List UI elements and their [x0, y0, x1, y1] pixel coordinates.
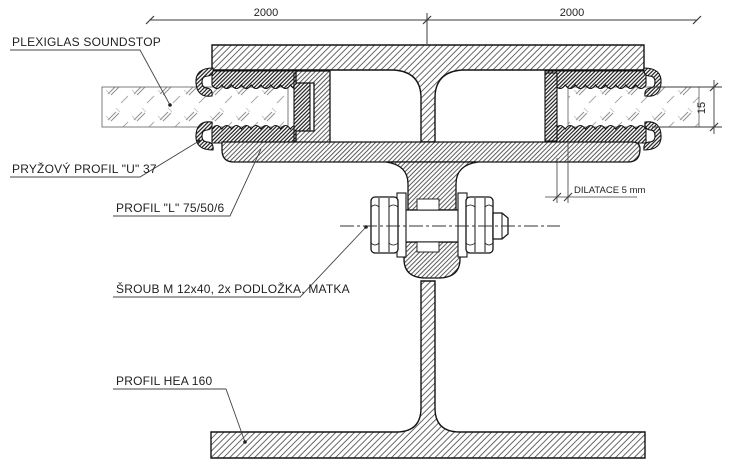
clamp-channel-left [295, 70, 331, 144]
bolt-nut [465, 196, 494, 254]
hea-bottom-flange-web [210, 280, 646, 459]
label-hea-profile: PROFIL HEA 160 [116, 374, 213, 388]
expansion-gap-dimension [545, 143, 637, 203]
bolt-hole-clearance-bottom [416, 241, 440, 253]
glass-thickness-dimension [652, 80, 722, 134]
dim-glass-thickness: 15 [696, 102, 708, 114]
rubber-lip-bottom-left [195, 121, 214, 151]
label-bolt: ŠROUB M 12x40, 2x PODLOŽKA, MATKA [116, 281, 350, 296]
rubber-u-profile-right [544, 67, 662, 151]
plexiglas-panel-left [101, 86, 289, 128]
plexiglas-panel-right [567, 86, 700, 128]
label-rubber-profile: PRYŽOVÝ PROFIL "U" 37 [12, 161, 157, 176]
l-profiles [221, 141, 641, 279]
rubber-u-profile-left [195, 67, 311, 151]
label-l-profile: PROFIL "L" 75/50/6 [116, 201, 225, 215]
label-plexiglas: PLEXIGLAS SOUNDSTOP [12, 35, 161, 49]
leader-lines [10, 49, 367, 443]
dim-span-left: 2000 [254, 7, 278, 19]
rubber-lip-top-left [195, 67, 214, 97]
bolt-assembly [370, 192, 509, 258]
dim-expansion-gap: DILATACE 5 mm [574, 185, 646, 196]
bolt-head [370, 196, 399, 254]
dim-span-right: 2000 [560, 7, 584, 19]
rubber-lip-top-right [643, 67, 662, 97]
l-profile-band [221, 141, 641, 163]
top-dimension [145, 13, 702, 44]
bolt-hole-clearance-top [416, 198, 440, 211]
rubber-lip-bottom-right [643, 121, 662, 151]
leader-dots [168, 103, 368, 444]
